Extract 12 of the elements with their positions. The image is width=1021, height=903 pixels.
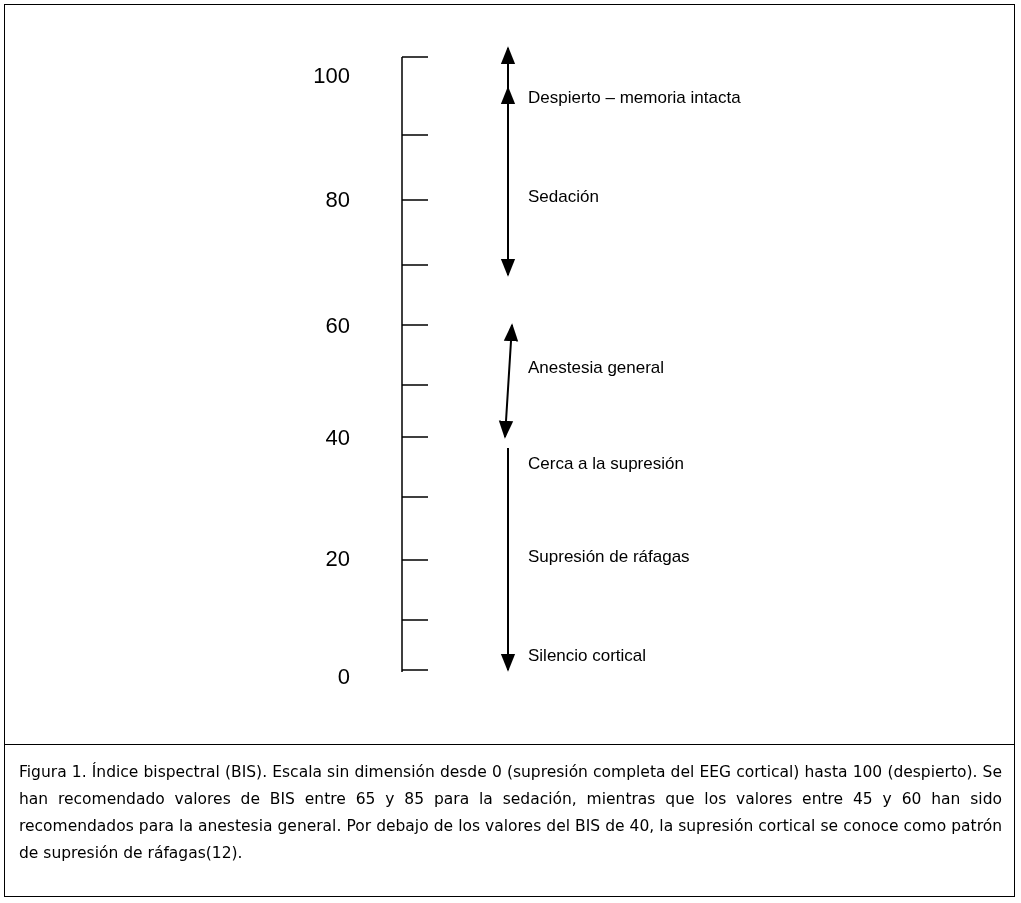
- range-label: Cerca a la supresión: [528, 454, 684, 474]
- range-label: Despierto – memoria intacta: [528, 88, 741, 108]
- scale-number: 0: [336, 664, 350, 690]
- scale-number: 20: [324, 546, 350, 572]
- range-label: Sedación: [528, 187, 599, 207]
- scale-number: 100: [312, 63, 350, 89]
- range-label: Supresión de ráfagas: [528, 547, 690, 567]
- range-label: Silencio cortical: [528, 646, 647, 666]
- scale-number: 60: [324, 313, 350, 339]
- range-label: Anestesia general: [528, 358, 665, 378]
- scale-number: 40: [324, 425, 350, 451]
- scale-number: 80: [324, 187, 350, 213]
